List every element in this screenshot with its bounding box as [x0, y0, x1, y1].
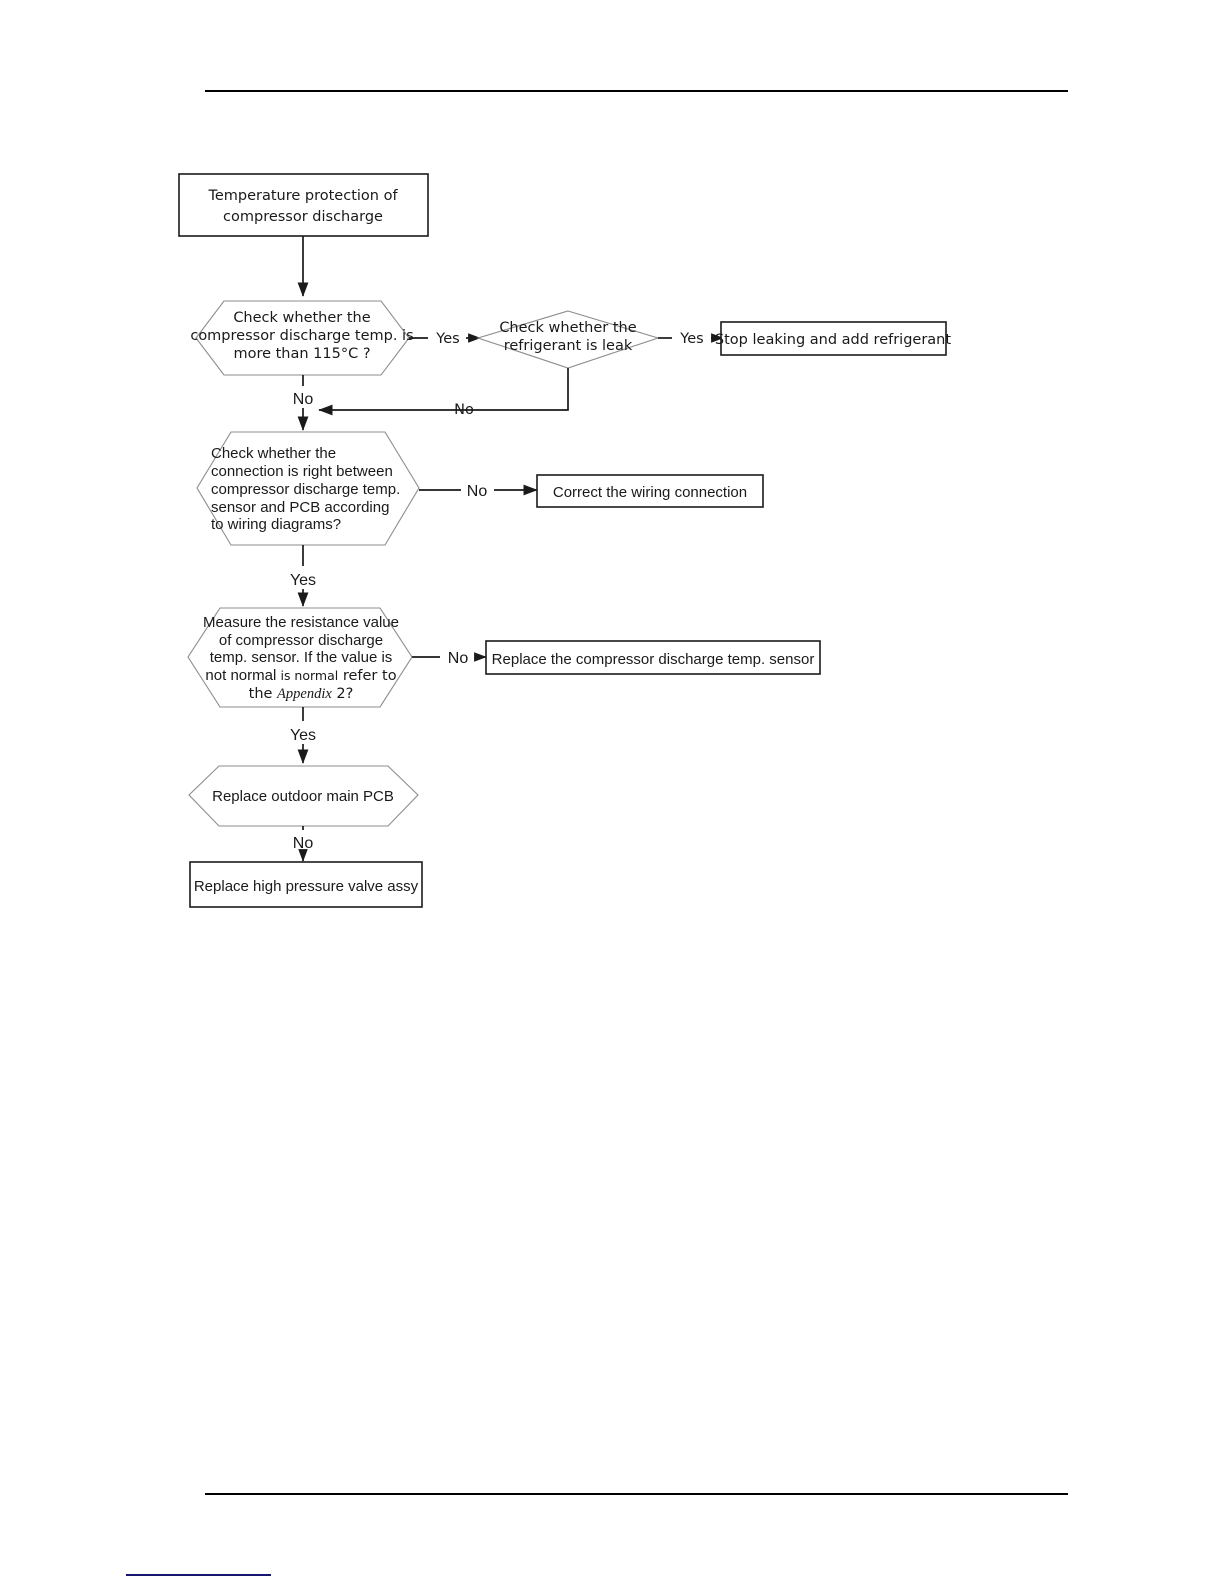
node-measure-line-4-part-1: not normal: [205, 667, 280, 684]
edge-label-measure-no: No: [448, 650, 469, 667]
edge-label-pcb-no: No: [293, 835, 314, 852]
node-measure-line-4: not normal is normal refer to: [205, 667, 396, 684]
node-replace-sensor[interactable]: Replace the compressor discharge temp. s…: [485, 640, 821, 675]
edge-label-conn-yes: Yes: [290, 572, 316, 589]
edge-label-leak-yes: Yes: [679, 331, 703, 347]
node-measure-resistance[interactable]: Measure the resistance value of compress…: [187, 607, 413, 708]
node-correct-wiring[interactable]: Correct the wiring connection: [536, 474, 764, 508]
edge-label-temp-no: No: [293, 391, 314, 408]
node-stop-leaking[interactable]: Stop leaking and add refrigerant: [715, 321, 951, 356]
node-check-connection-line-2: connection is right between: [211, 463, 393, 480]
edge-leak-no: [318, 368, 569, 416]
node-measure-line-5-part-3: 2?: [332, 686, 354, 702]
node-check-connection[interactable]: Check whether the connection is right be…: [196, 431, 420, 546]
node-replace-valve[interactable]: Replace high pressure valve assy: [189, 861, 423, 908]
edge-label-leak-no: No: [454, 402, 474, 418]
node-measure-line-3: temp. sensor. If the value is: [210, 649, 393, 666]
node-measure-line-1: Measure the resistance value: [203, 614, 399, 631]
node-check-temp-line-1: Check whether the: [233, 310, 370, 326]
node-correct-wiring-label: Correct the wiring connection: [553, 484, 747, 501]
node-check-connection-line-3: compressor discharge temp.: [211, 481, 400, 498]
node-stop-leaking-label: Stop leaking and add refrigerant: [715, 332, 951, 348]
node-start-line-2: compressor discharge: [223, 209, 383, 225]
edge-label-measure-yes: Yes: [290, 727, 316, 744]
node-measure-line-5-part-2: Appendix: [276, 686, 332, 702]
node-check-connection-line-5: to wiring diagrams?: [211, 516, 341, 533]
node-replace-valve-label: Replace high pressure valve assy: [194, 878, 419, 895]
node-replace-pcb[interactable]: Replace outdoor main PCB: [188, 765, 419, 827]
header-rule: [205, 90, 1068, 92]
node-measure-line-5-part-1: the: [249, 686, 277, 702]
node-replace-pcb-label: Replace outdoor main PCB: [212, 788, 394, 805]
edge-label-temp-yes: Yes: [435, 331, 459, 347]
node-check-temp-line-2: compressor discharge temp. is: [190, 328, 413, 344]
node-measure-line-4-part-3: refer to: [338, 668, 396, 684]
node-start-line-1: Temperature protection of: [207, 188, 398, 204]
node-check-temp-line-3: more than 115°C ?: [233, 346, 370, 362]
node-check-leak[interactable]: Check whether the refrigerant is leak: [476, 310, 660, 369]
node-check-connection-line-4: sensor and PCB according: [211, 499, 389, 516]
node-check-leak-line-1: Check whether the: [499, 320, 636, 336]
node-check-connection-line-1: Check whether the: [211, 445, 336, 462]
node-replace-sensor-label: Replace the compressor discharge temp. s…: [492, 651, 815, 668]
node-measure-line-2: of compressor discharge: [219, 632, 383, 649]
node-check-temp[interactable]: Check whether the compressor discharge t…: [190, 300, 414, 376]
node-start[interactable]: Temperature protection of compressor dis…: [178, 173, 429, 237]
node-measure-line-4-part-2: is normal: [280, 668, 338, 683]
footer-rule: [205, 1493, 1068, 1495]
edge-label-conn-no: No: [467, 483, 488, 500]
footnote-separator-rule: [126, 1574, 271, 1576]
node-measure-line-5: the Appendix 2?: [249, 686, 354, 702]
node-check-leak-line-2: refrigerant is leak: [504, 338, 633, 354]
